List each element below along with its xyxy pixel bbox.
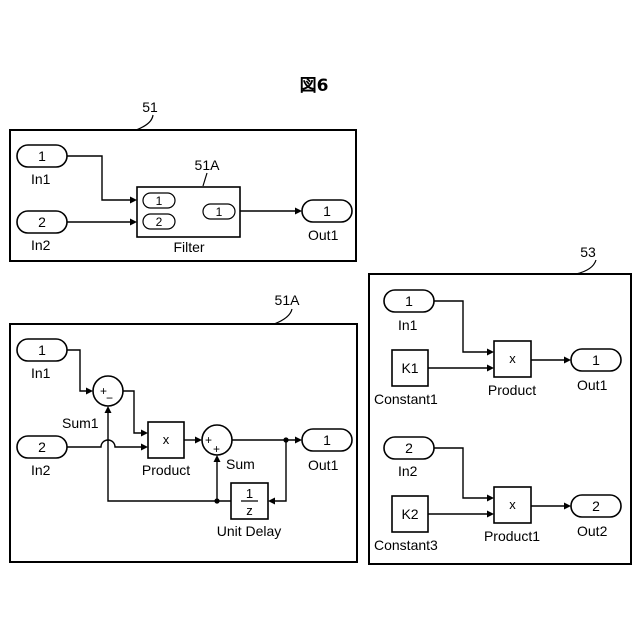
wire-in2-product [67,440,142,447]
p51-in2-label: In2 [31,237,51,253]
p51A-in2-number: 2 [38,439,46,455]
p53-in1-number: 1 [405,293,413,309]
panel-51A: 51A 1 In1 2 In2 + − Sum1 x Product [10,292,357,562]
panel-53: 53 1 In1 K1 Constant1 x Product 1 Out1 [369,244,631,564]
filter-in-port-2: 2 [156,215,163,229]
sum-block[interactable]: + + [202,425,232,456]
sum-sign-b: + [213,442,220,456]
p53-in2-label: In2 [398,463,418,479]
filter-out-port-1: 1 [216,205,223,219]
arrow-constant1-product [487,365,494,372]
constant1-block[interactable]: K1 [392,350,428,386]
wire-out1-unitdelay [274,440,286,501]
arrow-product-sum [195,437,202,444]
p51-out1-number: 1 [323,203,331,219]
p51A-in1-number: 1 [38,342,46,358]
p53-product-label: Product [488,382,536,398]
p51A-out1-port[interactable]: 1 [302,429,352,451]
p53-out2-number: 2 [592,498,600,514]
unit-delay-numerator: 1 [246,486,253,501]
product1-block[interactable]: x [494,487,531,523]
panel-51-ref: 51 [142,99,158,115]
panel-51A-ref: 51A [275,292,301,308]
p51A-out1-label: Out1 [308,457,339,473]
p51-in1-label: In1 [31,171,51,187]
arrow-p51-in2-filter [130,219,137,226]
p51A-product-block[interactable]: x [148,422,184,458]
constant3-block[interactable]: K2 [392,496,428,532]
p53-out1-label: Out1 [577,377,608,393]
unit-delay-block[interactable]: 1 z [231,483,268,519]
p53-product-symbol: x [509,351,516,366]
product1-label: Product1 [484,528,540,544]
p51A-in1-label: In1 [31,365,51,381]
wire-sum1-product [123,391,142,433]
constant1-label: Constant1 [374,391,438,407]
p51A-in1-port[interactable]: 1 [17,339,67,361]
p51-in1-number: 1 [38,148,46,164]
p51-in2-number: 2 [38,214,46,230]
panel-53-leader [576,260,596,274]
arrow-p53-in2-product1 [487,495,494,502]
panel-53-ref: 53 [580,244,596,260]
p53-product-block[interactable]: x [494,341,531,377]
arrow-p51-filter-out1 [295,208,302,215]
arrow-p53-in1-product [487,349,494,356]
wire-p51-in1-filter [67,156,131,200]
p51A-out1-number: 1 [323,432,331,448]
arrow-unitdelay-sum [214,455,221,462]
p51-in1-port[interactable]: 1 [17,145,67,167]
sum1-label: Sum1 [62,415,99,431]
figure-title: 図6 [300,76,329,96]
arrow-sum1-product [141,430,148,437]
panel-51: 51 1 In1 2 In2 51A 1 2 1 Filter [10,99,356,261]
p51-out1-port[interactable]: 1 [302,200,352,222]
arrow-sum-out1 [295,437,302,444]
p51A-in2-label: In2 [31,462,51,478]
p51-out1-label: Out1 [308,227,339,243]
p51-in2-port[interactable]: 2 [17,211,67,233]
arrow-unitdelay-sum1 [105,406,112,413]
p53-in1-port[interactable]: 1 [384,290,434,312]
arrow-product1-out2 [564,503,571,510]
arrow-product-out1 [564,357,571,364]
arrow-constant3-product1 [487,511,494,518]
p53-out1-port[interactable]: 1 [571,349,621,371]
p53-in1-label: In1 [398,317,418,333]
p51-filter-ref: 51A [195,157,221,173]
p51A-product-label: Product [142,462,190,478]
p53-out2-label: Out2 [577,523,608,539]
filter-in-port-1: 1 [156,194,163,208]
p53-in2-port[interactable]: 2 [384,437,434,459]
arrow-in1-sum1 [86,388,93,395]
sum-sign-a: + [205,433,212,447]
wire-p53-in2-product1 [434,448,488,498]
sum-label: Sum [226,456,255,472]
product1-symbol: x [509,497,516,512]
sum1-sign-minus: − [106,391,113,405]
constant1-value: K1 [401,360,418,376]
wire-p53-in1-product [434,301,488,352]
p51A-in2-port[interactable]: 2 [17,436,67,458]
p53-out1-number: 1 [592,352,600,368]
unit-delay-denominator: z [246,503,253,518]
wire-in1-sum1 [67,350,87,391]
filter-subsystem-block[interactable]: 1 2 1 [137,187,240,237]
arrow-in2-product [141,444,148,451]
arrow-p51-in1-filter [130,197,137,204]
sum1-block[interactable]: + − [93,376,123,406]
p53-in2-number: 2 [405,440,413,456]
p51-filter-leader [203,173,207,186]
constant3-value: K2 [401,506,418,522]
constant3-label: Constant3 [374,537,438,553]
filter-label: Filter [173,239,204,255]
panel-51A-leader [274,309,292,324]
p51A-product-symbol: x [163,432,170,447]
arrow-out1-unitdelay [268,498,275,505]
unit-delay-label: Unit Delay [217,523,282,539]
p53-out2-port[interactable]: 2 [571,495,621,517]
panel-51-leader [136,115,153,130]
